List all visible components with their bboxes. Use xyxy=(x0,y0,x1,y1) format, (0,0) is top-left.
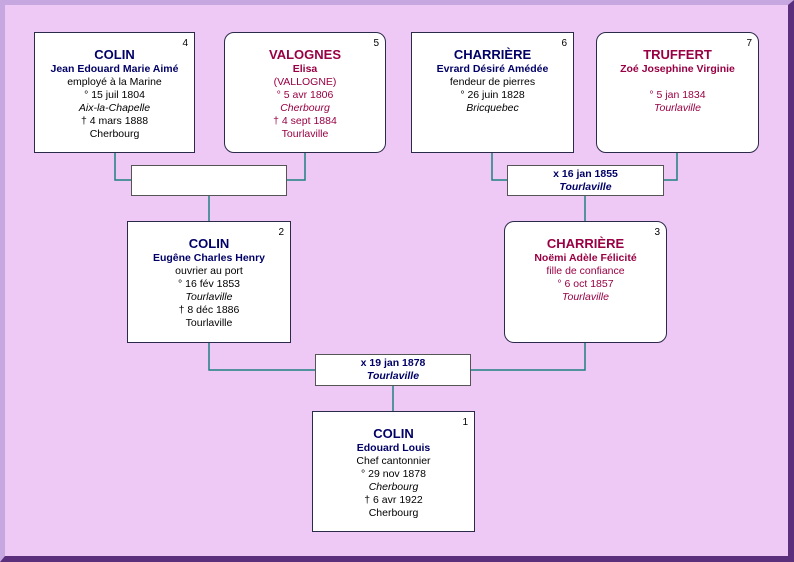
detail-line: Tourlaville xyxy=(281,128,329,140)
sosa-number: 2 xyxy=(278,227,284,238)
detail-line: ° 26 juin 1828 xyxy=(460,89,525,101)
detail-line: Cherbourg xyxy=(89,128,140,140)
surname: COLIN xyxy=(373,426,414,441)
link-p7-m67 xyxy=(663,152,678,181)
detail-line: Cherbourg xyxy=(368,507,419,519)
detail-line: Chef cantonnier xyxy=(356,455,431,467)
link-p2-m23 xyxy=(208,342,316,371)
marriage-box-6-7: x 16 jan 1855 Tourlaville xyxy=(507,165,664,196)
detail-line: † 8 déc 1886 xyxy=(178,304,240,316)
detail-line: † 4 sept 1884 xyxy=(273,115,337,127)
given-names: Edouard Louis xyxy=(356,442,431,454)
given-names: Elisa xyxy=(292,63,318,75)
detail-line: Cherbourg xyxy=(280,102,330,114)
marriage-date: x 16 jan 1855 xyxy=(553,168,618,180)
person-box-6[interactable]: 6 CHARRIÈRE Evrard Désiré Amédée fendeur… xyxy=(411,32,574,153)
person-box-1[interactable]: 1 COLIN Edouard Louis Chef cantonnier° 2… xyxy=(312,411,475,532)
person-box-7[interactable]: 7 TRUFFERT Zoé Josephine Virginie ° 5 ja… xyxy=(596,32,759,153)
marriage-box-4-5 xyxy=(131,165,287,196)
surname: TRUFFERT xyxy=(643,47,712,62)
link-p5-m45 xyxy=(287,152,306,181)
surname: VALOGNES xyxy=(269,47,341,62)
person-box-4[interactable]: 4 COLIN Jean Edouard Marie Aimé employé … xyxy=(34,32,195,153)
given-names: Evrard Désiré Amédée xyxy=(436,63,549,75)
sosa-number: 5 xyxy=(373,38,379,49)
sosa-number: 6 xyxy=(561,38,567,49)
detail-line: Aix-la-Chapelle xyxy=(78,102,151,114)
detail-line: ° 29 nov 1878 xyxy=(361,468,426,480)
detail-line: fendeur de pierres xyxy=(449,76,536,88)
sosa-number: 4 xyxy=(182,38,188,49)
detail-line: ° 6 oct 1857 xyxy=(557,278,614,290)
marriage-place: Tourlaville xyxy=(559,181,612,193)
detail-line xyxy=(597,76,758,89)
sosa-number: 3 xyxy=(654,227,660,238)
detail-line: (VALLOGNE) xyxy=(273,76,337,88)
detail-line: Bricquebec xyxy=(466,102,519,114)
detail-line: fille de confiance xyxy=(546,265,625,277)
marriage-box-2-3: x 19 jan 1878 Tourlaville xyxy=(315,354,471,386)
link-p6-m67 xyxy=(491,152,508,181)
detail-line: ° 5 avr 1806 xyxy=(276,89,334,101)
detail-line: Tourlaville xyxy=(185,291,233,303)
sosa-number: 1 xyxy=(462,417,468,428)
detail-line: ° 5 jan 1834 xyxy=(649,89,706,101)
link-p4-m45 xyxy=(114,152,131,181)
detail-line: Tourlaville xyxy=(654,102,701,114)
detail-line: employé à la Marine xyxy=(67,76,162,88)
detail-line: Tourlaville xyxy=(562,291,609,303)
detail-line: † 6 avr 1922 xyxy=(364,494,423,506)
surname: CHARRIÈRE xyxy=(453,47,532,62)
sosa-number: 7 xyxy=(746,38,752,49)
surname: COLIN xyxy=(94,47,135,62)
surname: CHARRIÈRE xyxy=(546,236,625,251)
given-names: Zoé Josephine Virginie xyxy=(620,63,735,75)
marriage-date: x 19 jan 1878 xyxy=(360,357,426,369)
marriage-place: Tourlaville xyxy=(366,370,420,382)
detail-line: ouvrier au port xyxy=(175,265,243,277)
given-names: Noëmi Adèle Félicité xyxy=(534,252,637,264)
detail-line: ° 15 juil 1804 xyxy=(84,89,145,101)
detail-line: Tourlaville xyxy=(185,317,233,329)
person-box-2[interactable]: 2 COLIN Eugêne Charles Henry ouvrier au … xyxy=(127,221,291,343)
detail-line: ° 16 fév 1853 xyxy=(178,278,240,290)
detail-line: † 4 mars 1888 xyxy=(80,115,149,127)
detail-line: Cherbourg xyxy=(368,481,419,493)
link-p3-m23 xyxy=(470,342,586,371)
given-names: Eugêne Charles Henry xyxy=(152,252,266,264)
person-box-3[interactable]: 3 CHARRIÈRE Noëmi Adèle Félicité fille d… xyxy=(504,221,667,343)
surname: COLIN xyxy=(188,236,230,251)
given-names: Jean Edouard Marie Aimé xyxy=(50,63,179,75)
